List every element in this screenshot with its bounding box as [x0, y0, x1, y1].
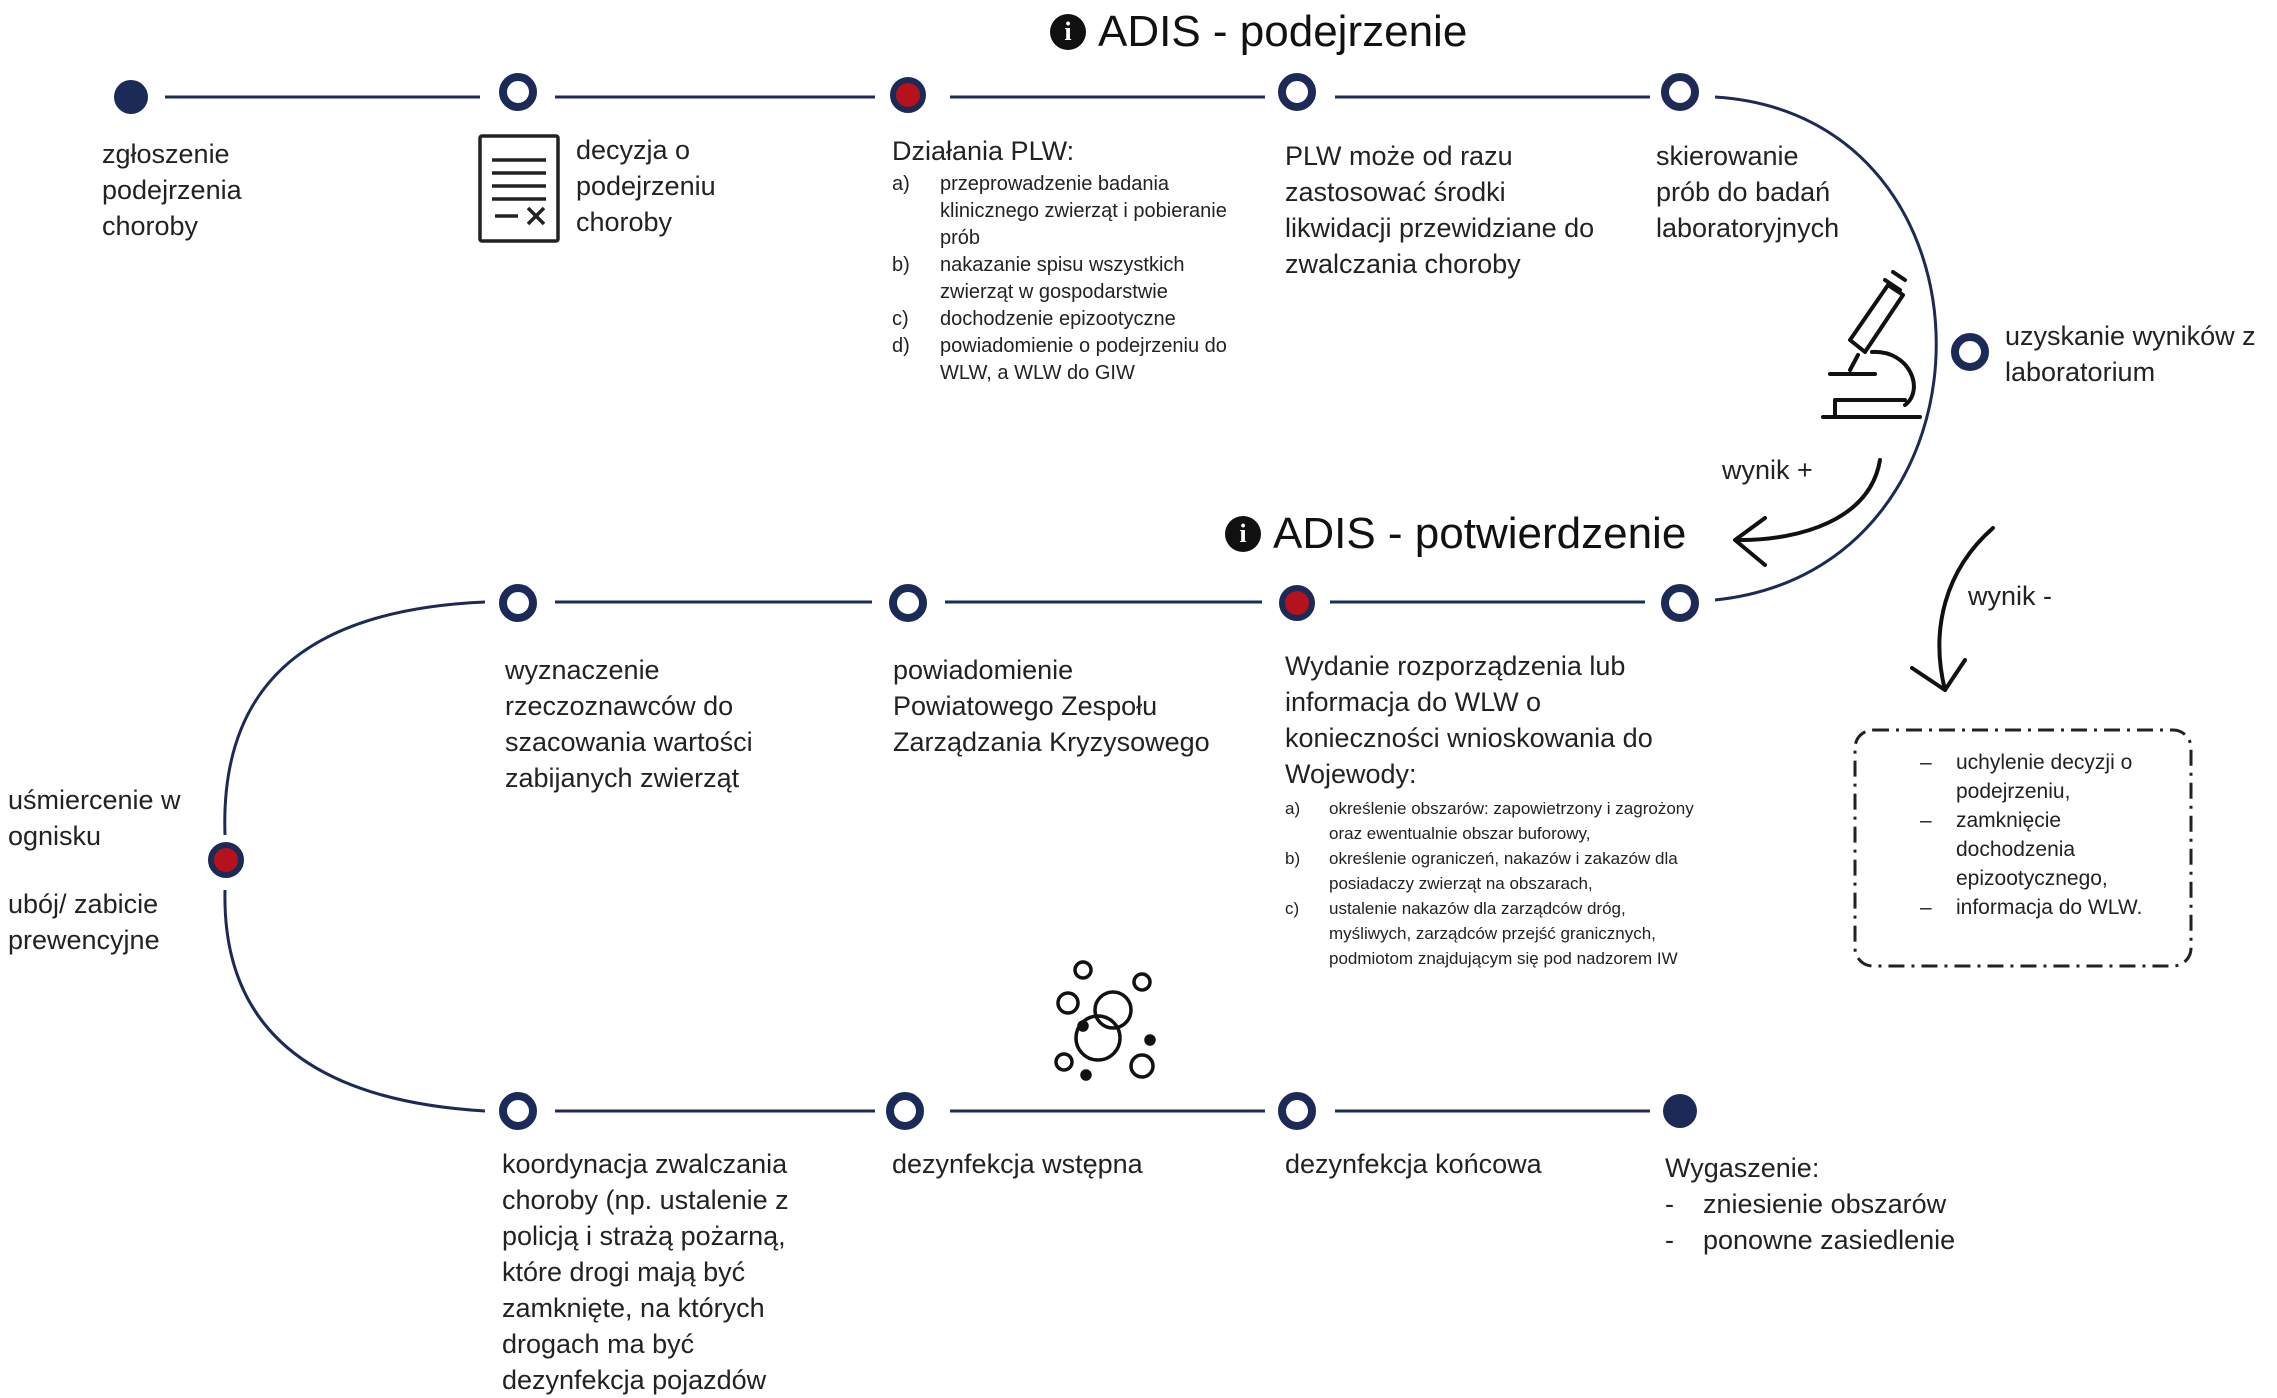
- expiry-block: Wygaszenie: zniesienie obszarów ponowne …: [1665, 1150, 1965, 1258]
- label-result-negative: wynik -: [1968, 581, 2053, 611]
- list-item: c)dochodzenie epizootyczne: [892, 308, 1176, 330]
- document-icon: [478, 134, 560, 243]
- list-item: zniesienie obszarów: [1665, 1186, 1965, 1222]
- node-red: [890, 77, 926, 113]
- regulation-block: Wydanie rozporządzenia lub informacja do…: [1285, 648, 1705, 971]
- list-item: zamknięcie dochodzenia epizootycznego,: [1920, 806, 2180, 893]
- node-hollow: [886, 1092, 924, 1130]
- info-icon: i: [1050, 14, 1086, 50]
- timeline-nodes: [114, 73, 1989, 1130]
- microscope-icon: [1821, 270, 1922, 419]
- timeline-lines: [165, 95, 1938, 1113]
- list-item: ponowne zasiedlenie: [1665, 1222, 1965, 1258]
- node-hollow: [1661, 73, 1699, 111]
- step-killing: uśmiercenie w ognisku: [8, 785, 181, 851]
- step-decision: decyzja o podejrzeniu choroby: [576, 135, 716, 237]
- node-hollow: [1951, 333, 1989, 371]
- heading-suspicion-text: ADIS - podejrzenie: [1098, 7, 1468, 56]
- negative-result-box: [1853, 728, 2193, 968]
- bubbles-icon: [1054, 960, 1156, 1081]
- step-final-disinfection: dezynfekcja końcowa: [1285, 1149, 1542, 1179]
- step-slaughter: ubój/ zabicie prewencyjne: [8, 889, 160, 955]
- arrow-icon: [1910, 526, 1995, 692]
- heading-confirmation-text: ADIS - potwierdzenie: [1273, 509, 1687, 558]
- regulation-title: Wydanie rozporządzenia lub informacja do…: [1285, 651, 1653, 789]
- node-red: [1279, 585, 1315, 621]
- step-notify: powiadomienie Powiatowego Zespołu Zarząd…: [893, 655, 1210, 757]
- negative-result-list: uchylenie decyzji o podejrzeniu, zamknię…: [1920, 748, 2180, 922]
- node-hollow: [499, 73, 537, 111]
- list-item: informacja do WLW.: [1920, 893, 2180, 922]
- node-filled: [114, 80, 148, 114]
- heading-confirmation: i ADIS - potwierdzenie: [1225, 508, 1686, 560]
- node-filled: [1663, 1094, 1697, 1128]
- heading-suspicion: i ADIS - podejrzenie: [1050, 6, 1467, 58]
- plw-actions-title: Działania PLW:: [892, 136, 1075, 166]
- node-hollow: [889, 584, 927, 622]
- expiry-title: Wygaszenie:: [1665, 1153, 1820, 1183]
- step-coordination: koordynacja zwalczania choroby (np. usta…: [502, 1149, 789, 1395]
- node-hollow: [499, 1092, 537, 1130]
- list-item: b)określenie ograniczeń, nakazów i zakaz…: [1285, 849, 1678, 893]
- list-item: d)powiadomienie o podejrzeniu do WLW, a …: [892, 335, 1227, 384]
- list-item: a)określenie obszarów: zapowietrzony i z…: [1285, 799, 1694, 843]
- curve-left-bottom: [223, 889, 486, 1113]
- step-initial-disinfection: dezynfekcja wstępna: [892, 1149, 1143, 1179]
- plw-actions-list: a)przeprowadzenie badania klinicznego zw…: [892, 171, 1262, 387]
- step-appraisers: wyznaczenie rzeczoznawców do szacowania …: [505, 655, 753, 793]
- node-hollow: [1661, 584, 1699, 622]
- step-report: zgłoszenie podejrzenia choroby: [102, 139, 242, 241]
- list-item: uchylenie decyzji o podejrzeniu,: [1920, 748, 2180, 806]
- node-hollow: [1278, 73, 1316, 111]
- curve-right: [1714, 95, 1938, 602]
- list-item: c)ustalenie nakazów dla zarządców dróg, …: [1285, 899, 1678, 968]
- arrow-icon: [1733, 458, 1882, 567]
- step-lab-result: uzyskanie wyników z laboratorium: [2005, 321, 2256, 387]
- step-referral: skierowanie prób do badań laboratoryjnyc…: [1656, 141, 1840, 243]
- step-plw-measures: PLW może od razu zastosować środki likwi…: [1285, 141, 1595, 279]
- curve-left-top: [223, 600, 486, 836]
- label-result-positive: wynik +: [1722, 455, 1813, 485]
- regulation-list: a)określenie obszarów: zapowietrzony i z…: [1285, 796, 1695, 971]
- node-red: [208, 842, 244, 878]
- list-item: b)nakazanie spisu wszystkich zwierząt w …: [892, 254, 1185, 303]
- node-hollow: [1278, 1092, 1316, 1130]
- node-hollow: [499, 584, 537, 622]
- plw-actions: Działania PLW: a)przeprowadzenie badania…: [892, 133, 1262, 387]
- list-item: a)przeprowadzenie badania klinicznego zw…: [892, 173, 1227, 249]
- info-icon: i: [1225, 516, 1261, 552]
- expiry-list: zniesienie obszarów ponowne zasiedlenie: [1665, 1186, 1965, 1258]
